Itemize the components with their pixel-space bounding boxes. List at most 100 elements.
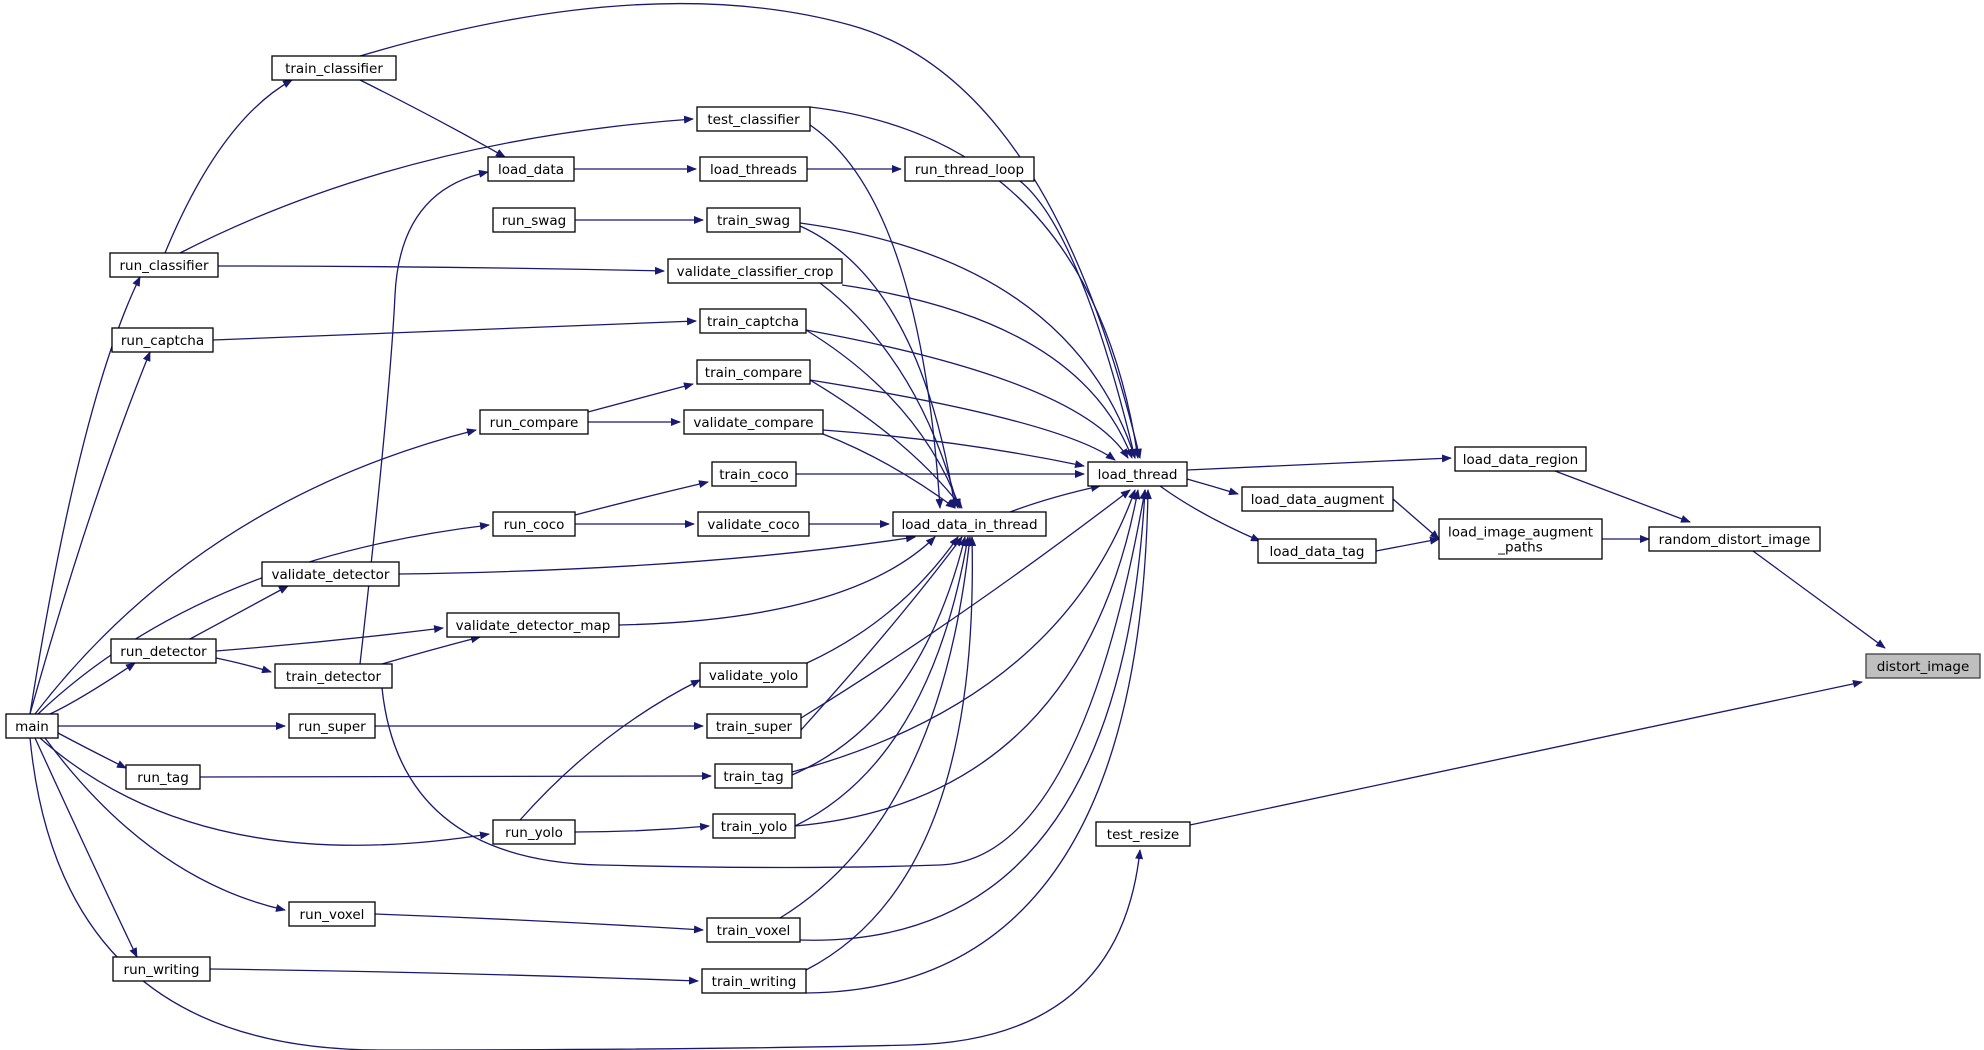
node-validate_detector[interactable]: validate_detector: [261, 561, 400, 587]
node-load_threads[interactable]: load_threads: [699, 156, 808, 182]
node-run_voxel[interactable]: run_voxel: [288, 901, 376, 927]
node-label: run_super: [298, 719, 366, 735]
edge-train_voxel-to-load_data_in_thread: [779, 536, 974, 919]
node-validate_coco[interactable]: validate_coco: [697, 511, 810, 537]
node-label: validate_coco: [707, 517, 799, 533]
node-label: train_swag: [717, 213, 790, 229]
node-test_classifier[interactable]: test_classifier: [696, 106, 811, 132]
node-label: train_tag: [723, 769, 783, 785]
node-train_classifier[interactable]: train_classifier: [271, 55, 397, 81]
node-train_writing[interactable]: train_writing: [701, 968, 807, 994]
edge-main-to-run_compare: [34, 428, 477, 715]
node-validate_classifier_crop[interactable]: validate_classifier_crop: [667, 258, 843, 284]
node-run_swag[interactable]: run_swag: [492, 207, 576, 233]
node-label: validate_detector: [272, 567, 390, 583]
edge-validate_classifier_crop-to-load_data_in_thread: [819, 282, 960, 509]
node-run_coco[interactable]: run_coco: [492, 511, 576, 537]
edge-train_yolo-to-load_data_in_thread: [794, 536, 971, 827]
node-label: main: [15, 719, 49, 735]
node-load_data[interactable]: load_data: [487, 156, 575, 182]
node-random_distort_image[interactable]: random_distort_image: [1648, 526, 1821, 552]
node-run_classifier[interactable]: run_classifier: [109, 252, 219, 278]
node-train_voxel[interactable]: train_voxel: [706, 917, 801, 943]
edge-train_detector-to-validate_detector_map: [381, 635, 481, 665]
node-label: load_thread: [1098, 467, 1178, 483]
edge-run_detector-to-validate_detector_map: [215, 625, 444, 652]
edge-run_detector-to-validate_detector: [189, 585, 289, 640]
node-load_image_augment_paths[interactable]: load_image_augment_paths: [1438, 518, 1603, 560]
edge-run_classifier-to-train_classifier: [164, 79, 293, 254]
node-label: train_classifier: [285, 61, 383, 77]
node-validate_compare[interactable]: validate_compare: [683, 409, 824, 435]
node-run_writing[interactable]: run_writing: [112, 956, 211, 982]
edge-run_coco-to-train_coco: [574, 480, 709, 516]
node-label: train_writing: [712, 974, 797, 990]
edge-main-to-run_yolo: [39, 737, 490, 846]
edge-train_compare-to-load_thread: [809, 379, 1116, 461]
edge-train_super-to-load_data_in_thread: [800, 536, 963, 731]
edge-load_thread-to-load_data_tag: [1159, 485, 1261, 542]
node-train_captcha[interactable]: train_captcha: [699, 308, 807, 334]
edge-main-to-run_tag: [57, 732, 127, 769]
node-load_thread[interactable]: load_thread: [1087, 461, 1188, 487]
node-label: validate_yolo: [709, 668, 798, 684]
node-label: load_data_augment: [1251, 492, 1384, 508]
node-train_compare[interactable]: train_compare: [696, 359, 811, 385]
edge-test_classifier-to-load_data_in_thread: [809, 124, 944, 509]
node-label: run_writing: [124, 962, 200, 978]
node-train_detector[interactable]: train_detector: [274, 663, 393, 689]
node-load_data_region[interactable]: load_data_region: [1454, 446, 1587, 472]
node-label: train_yolo: [721, 819, 787, 835]
edge-validate_detector_map-to-load_data_in_thread: [618, 536, 936, 626]
node-train_coco[interactable]: train_coco: [711, 461, 797, 487]
edge-main-to-run_writing: [34, 737, 138, 958]
node-run_compare[interactable]: run_compare: [479, 409, 589, 435]
edge-run_compare-to-train_compare: [587, 382, 694, 413]
node-train_tag[interactable]: train_tag: [714, 763, 793, 789]
edge-train_super-to-load_thread: [800, 489, 1131, 719]
node-run_thread_loop[interactable]: run_thread_loop: [904, 156, 1035, 182]
nodes-layer: distort_image random_distort_image test_re…: [5, 55, 1981, 994]
node-test_resize[interactable]: test_resize: [1095, 821, 1191, 847]
node-train_yolo[interactable]: train_yolo: [712, 813, 796, 839]
node-label: train_captcha: [707, 314, 799, 330]
edge-test_classifier-to-load_thread: [809, 106, 1141, 459]
edge-load_data_in_thread-to-load_thread: [1009, 484, 1101, 513]
edges-layer: [29, 2, 1886, 1050]
node-run_super[interactable]: run_super: [288, 713, 376, 739]
node-run_tag[interactable]: run_tag: [125, 764, 201, 790]
node-label: run_coco: [504, 517, 565, 533]
node-label: random_distort_image: [1659, 532, 1811, 548]
edge-validate_compare-to-load_data_in_thread: [822, 433, 956, 509]
edge-validate_classifier_crop-to-load_thread: [841, 284, 1133, 459]
node-label: validate_detector_map: [456, 618, 611, 634]
node-label: validate_compare: [693, 415, 813, 431]
node-run_yolo[interactable]: run_yolo: [492, 819, 576, 845]
edge-run_tag-to-train_tag: [199, 772, 712, 781]
node-distort_image[interactable]: distort_image: [1865, 653, 1981, 679]
node-label: load_image_augment: [1448, 525, 1593, 541]
node-label: train_compare: [705, 365, 802, 381]
node-main[interactable]: main: [5, 713, 59, 739]
node-load_data_in_thread[interactable]: load_data_in_thread: [892, 511, 1047, 537]
node-train_swag[interactable]: train_swag: [706, 207, 801, 233]
node-label: load_data_in_thread: [901, 517, 1037, 533]
edge-run_detector-to-train_detector: [215, 657, 272, 674]
edge-main-to-run_voxel: [44, 737, 286, 912]
edge-run_classifier-to-test_classifier: [179, 115, 694, 254]
edge-run_yolo-to-validate_yolo: [519, 679, 701, 821]
node-load_data_augment[interactable]: load_data_augment: [1241, 486, 1394, 512]
edge-train_detector-to-load_thread: [381, 489, 1148, 869]
node-train_super[interactable]: train_super: [706, 713, 802, 739]
node-label: _paths: [1497, 540, 1542, 556]
node-run_detector[interactable]: run_detector: [110, 638, 217, 664]
node-run_captcha[interactable]: run_captcha: [111, 327, 214, 353]
node-validate_detector_map[interactable]: validate_detector_map: [446, 612, 620, 638]
edge-train_voxel-to-load_thread: [799, 489, 1149, 941]
edge-train_captcha-to-load_data_in_thread: [805, 329, 961, 509]
node-validate_yolo[interactable]: validate_yolo: [699, 662, 808, 688]
edge-load_thread-to-load_data_region: [1186, 454, 1452, 471]
node-load_data_tag[interactable]: load_data_tag: [1257, 538, 1377, 564]
node-label: validate_classifier_crop: [677, 264, 834, 280]
